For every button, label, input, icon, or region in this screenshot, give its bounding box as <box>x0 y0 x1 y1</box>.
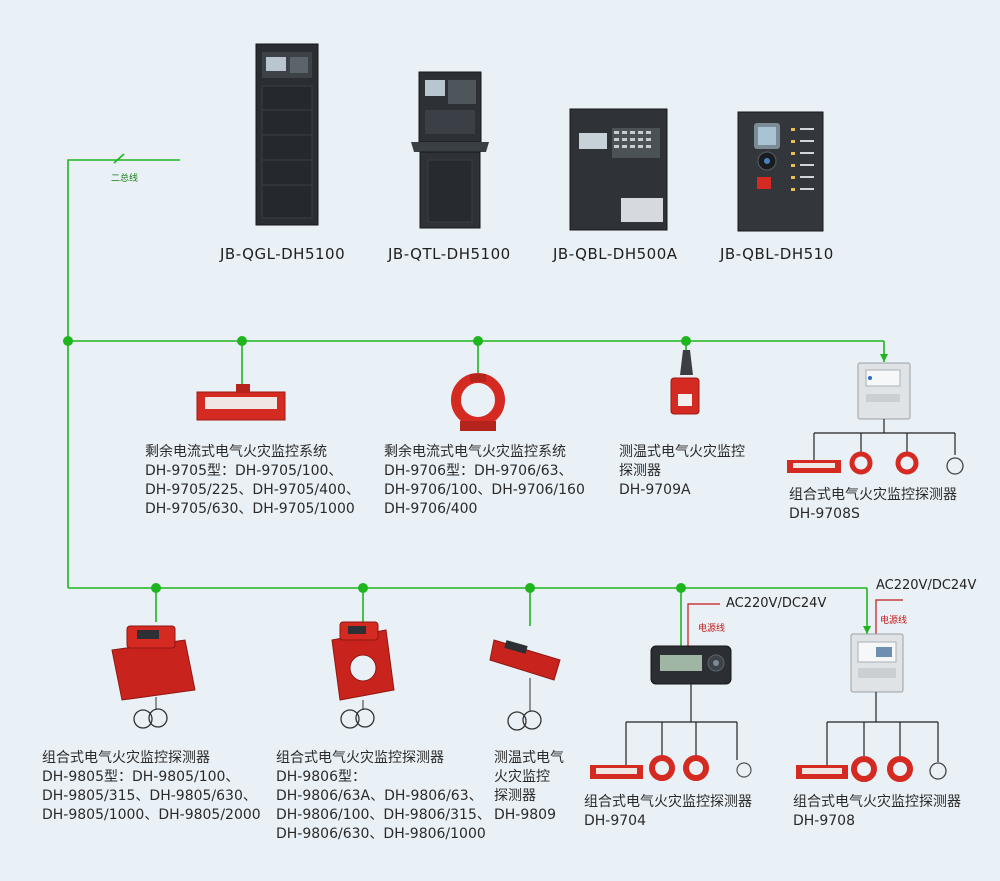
arrow-down-icon <box>863 626 871 634</box>
device-line: DH-9805/1000、DH-9805/2000 <box>42 807 261 823</box>
device-label-9704: 组合式电气火灾监控探测器 DH-9704 <box>584 793 752 831</box>
device-label-9709a: 测温式电气火灾监控 探测器 DH-9709A <box>619 443 745 500</box>
device-line: DH-9805型：DH-9805/100、 <box>42 769 240 785</box>
round-ct-icon <box>849 451 873 475</box>
power-voltage-label: AC220V/DC24V <box>726 596 827 611</box>
sensor-branch-9704 <box>625 684 738 765</box>
round-ct-icon <box>851 756 877 782</box>
combined-detector-9806-icon <box>331 621 395 729</box>
round-ct-icon <box>895 451 919 475</box>
sensor-branch-9708s <box>813 419 956 460</box>
device-title: 测温式电气 <box>494 750 564 766</box>
rectangular-ct-icon <box>196 384 286 421</box>
temperature-probe-icon <box>736 762 752 778</box>
junction-dot <box>681 336 691 346</box>
device-title: 组合式电气火灾监控探测器 <box>276 750 444 766</box>
round-ct-icon <box>451 373 505 431</box>
sensor-set-9704 <box>590 755 752 781</box>
arrow-down-icon <box>880 354 888 362</box>
device-label-9705: 剩余电流式电气火灾监控系统 DH-9705型：DH-9705/100、 DH-9… <box>145 443 360 519</box>
controller-cabinet-dh5100 <box>255 43 319 226</box>
controller-name: JB-QGL-DH5100 <box>220 245 346 263</box>
device-line: DH-9806/100、DH-9806/315、 <box>276 807 491 823</box>
device-line: DH-9706/100、DH-9706/160 <box>384 482 585 498</box>
device-line: DH-9705/225、DH-9705/400、 <box>145 482 360 498</box>
device-title: 组合式电气火灾监控探测器 <box>793 794 961 810</box>
power-wiring <box>687 599 903 646</box>
temperature-probe-icon <box>946 457 964 475</box>
device-title: 组合式电气火灾监控探测器 <box>584 794 752 810</box>
round-ct-icon <box>887 756 913 782</box>
device-label-9809: 测温式电气 火灾监控 探测器 DH-9809 <box>494 749 564 825</box>
device-line: DH-9708S <box>789 506 860 522</box>
device-label-9708: 组合式电气火灾监控探测器 DH-9708 <box>793 793 961 831</box>
controller-name: JB-QTL-DH5100 <box>388 245 511 263</box>
din-rail-module-9708-icon <box>850 633 904 693</box>
device-label-9805: 组合式电气火灾监控探测器 DH-9805型：DH-9805/100、 DH-98… <box>42 749 261 825</box>
device-label-9806: 组合式电气火灾监控探测器 DH-9806型： DH-9806/63A、DH-98… <box>276 749 491 844</box>
controller-name: JB-QBL-DH500A <box>553 245 678 263</box>
device-line: DH-9809 <box>494 807 556 823</box>
device-title: 组合式电气火灾监控探测器 <box>789 487 957 503</box>
device-line: DH-9705/630、DH-9705/1000 <box>145 501 355 517</box>
device-title: 剩余电流式电气火灾监控系统 <box>384 444 566 460</box>
device-label-9706: 剩余电流式电气火灾监控系统 DH-9706型：DH-9706/63、 DH-97… <box>384 443 585 519</box>
round-ct-icon <box>683 755 709 781</box>
controller-panel-dh510 <box>737 111 824 232</box>
device-line: DH-9705型：DH-9705/100、 <box>145 463 343 479</box>
device-title: 剩余电流式电气火灾监控系统 <box>145 444 327 460</box>
sensor-branch-9708 <box>826 692 939 765</box>
junction-dot <box>525 583 535 593</box>
device-line: DH-9806/630、DH-9806/1000 <box>276 826 486 842</box>
device-label-9708s: 组合式电气火灾监控探测器 DH-9708S <box>789 486 957 524</box>
controller-name: JB-QBL-DH510 <box>720 245 834 263</box>
device-line: 探测器 <box>619 463 661 479</box>
combined-detector-9805-icon <box>111 625 196 729</box>
device-line: DH-9806型： <box>276 769 366 785</box>
junction-dot <box>676 583 686 593</box>
device-line: DH-9706/400 <box>384 501 478 517</box>
din-rail-module-icon <box>857 362 911 420</box>
device-line: DH-9708 <box>793 813 855 829</box>
sensor-set-9708 <box>796 756 947 782</box>
device-title: 测温式电气火灾监控 <box>619 444 745 460</box>
junction-dot <box>473 336 483 346</box>
main-bus-wire <box>67 159 180 588</box>
power-line-label: 电源线 <box>698 624 726 634</box>
device-line: 火灾监控 <box>494 769 550 785</box>
bus-wiring <box>67 153 885 646</box>
device-line: DH-9709A <box>619 482 691 498</box>
temperature-detector-9809-icon <box>489 639 561 731</box>
temperature-probe-icon <box>929 762 947 780</box>
controller-console-dh5100 <box>411 71 489 229</box>
junction-dot <box>358 583 368 593</box>
bus-junctions <box>63 336 691 593</box>
bus-label: 二总线 <box>111 174 139 184</box>
sensor-set-9708s <box>787 451 964 475</box>
display-module-9704-icon <box>650 645 732 685</box>
power-voltage-label: AC220V/DC24V <box>876 578 977 593</box>
device-line: DH-9704 <box>584 813 646 829</box>
device-line: DH-9806/63A、DH-9806/63、 <box>276 788 483 804</box>
device-line: DH-9805/315、DH-9805/630、 <box>42 788 257 804</box>
bus-tick-mark <box>113 153 125 164</box>
junction-dot <box>237 336 247 346</box>
controller-panel-dh500a <box>569 108 668 231</box>
junction-dot <box>63 336 73 346</box>
temperature-sensor-icon <box>670 350 700 415</box>
junction-dot <box>151 583 161 593</box>
device-line: 探测器 <box>494 788 536 804</box>
device-title: 组合式电气火灾监控探测器 <box>42 750 210 766</box>
power-line-label: 电源线 <box>880 616 908 626</box>
device-line: DH-9706型：DH-9706/63、 <box>384 463 573 479</box>
round-ct-icon <box>649 755 675 781</box>
